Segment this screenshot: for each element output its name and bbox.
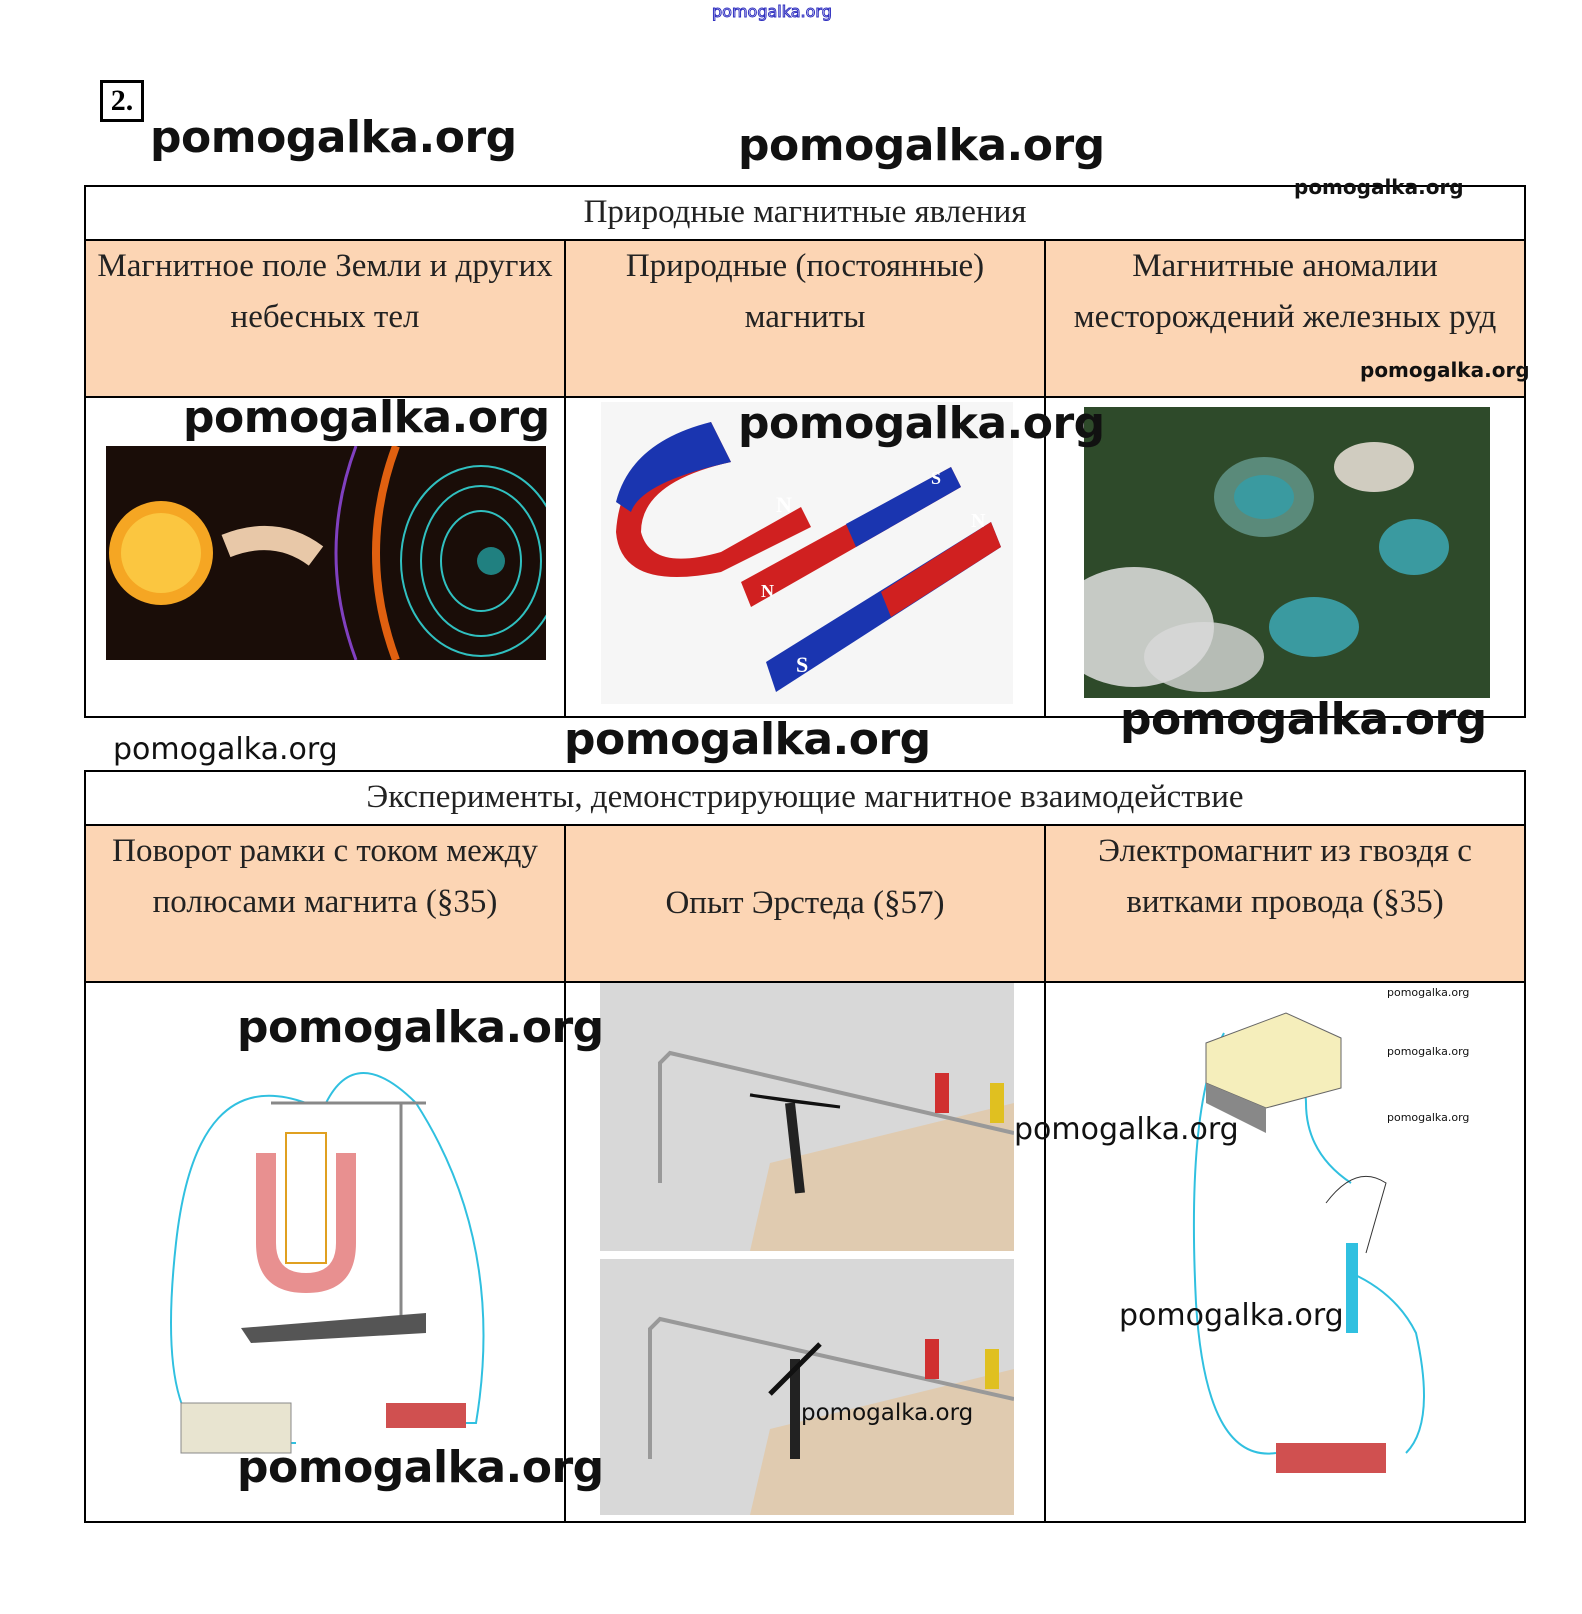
watermark: pomogalka.org bbox=[564, 714, 931, 765]
image-cell: N S N N S bbox=[564, 396, 1046, 718]
watermark: pomogalka.org bbox=[1387, 986, 1470, 999]
watermark: pomogalka.org bbox=[1387, 1111, 1470, 1124]
magnet-label: N bbox=[971, 510, 986, 532]
column-header: Электромагнит из гвоздя с витками провод… bbox=[1044, 824, 1526, 983]
sun-earth-magnetosphere-image bbox=[106, 446, 546, 660]
column-header: Магнитные аномалии месторождений железны… bbox=[1044, 239, 1526, 398]
image-cell bbox=[84, 396, 566, 718]
magnet-label: S bbox=[796, 652, 808, 677]
watermark: pomogalka.org bbox=[1120, 694, 1487, 745]
image-cell bbox=[564, 981, 1046, 1523]
image-cell bbox=[1044, 981, 1526, 1523]
oersted-experiment-photo-1 bbox=[600, 983, 1014, 1251]
task-number: 2. bbox=[100, 80, 144, 122]
watermark: pomogalka.org bbox=[237, 1002, 604, 1053]
watermark: pomogalka.org bbox=[183, 392, 550, 443]
column-header: Поворот рамки с током между полюсами маг… bbox=[84, 824, 566, 983]
watermark: pomogalka.org bbox=[1294, 175, 1464, 199]
watermark: pomogalka.org bbox=[738, 398, 1105, 449]
magnet-label: N bbox=[761, 581, 774, 601]
table-title: Природные магнитные явления bbox=[84, 185, 1526, 241]
image-cell bbox=[84, 981, 566, 1523]
oersted-experiment-photo-2 bbox=[600, 1259, 1014, 1515]
rotating-frame-experiment-image bbox=[170, 1072, 485, 1454]
watermark: pomogalka.org bbox=[237, 1442, 604, 1493]
magnet-label: N bbox=[776, 492, 792, 517]
watermark: pomogalka.org bbox=[1360, 358, 1530, 382]
watermark: pomogalka.org bbox=[113, 732, 338, 767]
watermark: pomogalka.org bbox=[712, 2, 833, 22]
experiments-table: Эксперименты, демонстрирующие магнитное … bbox=[84, 770, 1526, 1523]
natural-phenomena-table: Природные магнитные явления Магнитное по… bbox=[84, 185, 1526, 718]
permanent-magnets-image: N S N N S bbox=[601, 402, 1013, 704]
watermark: pomogalka.org bbox=[150, 112, 517, 163]
nail-electromagnet-experiment-image bbox=[1192, 1012, 1425, 1473]
watermark: pomogalka.org bbox=[801, 1400, 974, 1426]
magnet-label: S bbox=[931, 468, 941, 488]
image-cell bbox=[1044, 396, 1526, 718]
column-header: Природные (постоянные) магниты bbox=[564, 239, 1046, 398]
iron-ore-quarry-satellite-image bbox=[1084, 407, 1490, 698]
column-header: Магнитное поле Земли и других небесных т… bbox=[84, 239, 566, 398]
watermark: pomogalka.org bbox=[1387, 1045, 1470, 1058]
watermark: pomogalka.org bbox=[1014, 1112, 1239, 1147]
watermark: pomogalka.org bbox=[738, 120, 1105, 171]
watermark: pomogalka.org bbox=[1119, 1298, 1344, 1333]
column-header: Опыт Эрстеда (§57) bbox=[564, 824, 1046, 983]
table-title: Эксперименты, демонстрирующие магнитное … bbox=[84, 770, 1526, 826]
